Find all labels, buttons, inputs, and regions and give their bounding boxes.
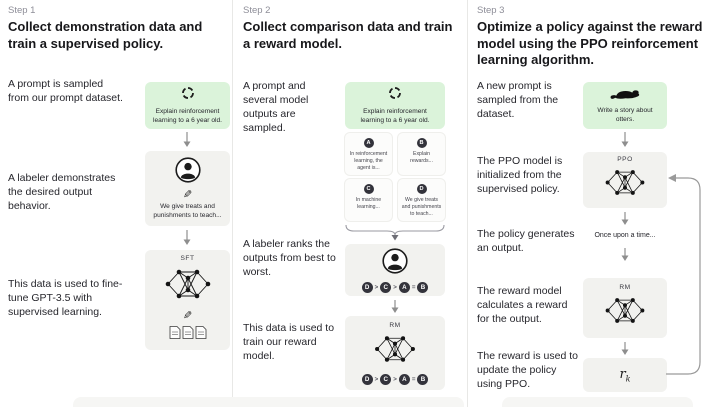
step-3-heading: Optimize a policy against the reward mod…: [477, 19, 703, 68]
loop-arrow-icon: [660, 164, 716, 385]
output-b-letter: B: [416, 138, 427, 148]
output-d-text: We give treats and punishments to teach.…: [401, 197, 442, 218]
rank-item: D: [361, 373, 373, 385]
down-arrow-icon: [620, 132, 630, 153]
step1-prompt-caption: Explain reinforcement learning to a 6 ye…: [153, 107, 222, 124]
step3-row5-text: The reward is used to update the policy …: [477, 350, 578, 390]
cycle-icon: [181, 86, 195, 105]
bottom-panel-edge: [502, 397, 693, 407]
step2-row3-text: This data is used to train our reward mo…: [243, 322, 335, 362]
output-a-text: In reinforcement learning, the agent is.…: [349, 151, 388, 172]
step2-prompt-caption: Explain reinforcement learning to a 6 ye…: [360, 107, 430, 124]
down-arrow-icon: [182, 230, 192, 251]
down-arrow-icon: [620, 212, 630, 231]
output-c-box: C In machine learning...: [345, 179, 392, 221]
brace-icon: [345, 224, 445, 247]
pencil-icon: ✎: [182, 188, 193, 201]
output-a-letter: A: [363, 138, 374, 148]
step1-labeler-caption: We give treats and punishments to teach.…: [153, 202, 222, 219]
step1-prompt-box: Explain reinforcement learning to a 6 ye…: [145, 82, 230, 129]
step-2-label: Step 2: [243, 5, 271, 16]
rank-separator: =: [411, 375, 416, 383]
labeler-icon: [174, 157, 201, 188]
rank-separator: =: [411, 283, 416, 291]
step3-rm-box: RM: [583, 278, 667, 338]
rank-separator: >: [374, 375, 379, 383]
neural-network-icon: [374, 332, 416, 371]
step-1-heading: Collect demonstration data and train a s…: [8, 19, 203, 51]
step3-ppo-box: PPO: [583, 152, 667, 208]
rm-model-label: RM: [619, 284, 631, 291]
ranking-row: D > C > A = B: [361, 281, 429, 293]
step2-row1-text: A prompt and several model outputs are s…: [243, 80, 309, 134]
step3-prompt-box: Write a story about otters.: [583, 82, 667, 129]
neural-network-icon: [165, 265, 211, 308]
pencil-icon: ✎: [182, 310, 193, 322]
output-c-text: In machine learning...: [355, 197, 382, 211]
rank-item: D: [361, 281, 373, 293]
bottom-panel-edge: [73, 397, 464, 407]
step2-row2-text: A labeler ranks the outputs from best to…: [243, 238, 336, 278]
step1-row1-text: A prompt is sampled from our prompt data…: [8, 78, 123, 104]
neural-network-icon: [605, 294, 645, 332]
rank-item: A: [398, 373, 410, 385]
step1-row2-text: A labeler demonstrates the desired outpu…: [8, 172, 116, 212]
output-d-letter: D: [416, 184, 427, 194]
policy-output-text: Once upon a time...: [594, 232, 656, 239]
labeler-icon: [382, 247, 408, 279]
down-arrow-icon: [620, 248, 630, 267]
step1-sft-box: SFT ✎: [145, 250, 230, 350]
output-c-letter: C: [363, 184, 374, 194]
otter-icon: [610, 87, 640, 105]
step3-prompt-caption: Write a story about otters.: [597, 106, 653, 123]
rank-separator: >: [393, 375, 397, 383]
step-2-heading: Collect comparison data and train a rewa…: [243, 19, 453, 51]
output-a-box: A In reinforcement learning, the agent i…: [345, 133, 392, 175]
step2-prompt-box: Explain reinforcement learning to a 6 ye…: [345, 82, 445, 129]
step-3-label: Step 3: [477, 5, 505, 16]
sft-model-label: SFT: [180, 255, 195, 262]
reward-value: rk: [619, 366, 631, 384]
column-divider: [232, 0, 233, 407]
output-b-text: Explain rewards...: [410, 151, 433, 165]
step1-row3-text: This data is used to fine-tune GPT-3.5 w…: [8, 278, 123, 318]
output-b-box: B Explain rewards...: [398, 133, 445, 175]
rank-item: B: [417, 373, 429, 385]
output-d-box: D We give treats and punishments to teac…: [398, 179, 445, 221]
ranking-row: D > C > A = B: [361, 373, 429, 385]
step2-labeler-box: D > C > A = B: [345, 244, 445, 296]
step-1-label: Step 1: [8, 5, 36, 16]
step2-rm-box: RM D > C > A = B: [345, 316, 445, 390]
rank-item: C: [380, 281, 392, 293]
down-arrow-icon: [182, 132, 192, 153]
cycle-icon: [388, 86, 402, 105]
step3-row2-text: The PPO model is initialized from the su…: [477, 155, 563, 195]
neural-network-icon: [605, 166, 645, 204]
down-arrow-icon: [390, 300, 400, 319]
step1-labeler-box: ✎ We give treats and punishments to teac…: [145, 151, 230, 226]
step3-row1-text: A new prompt is sampled from the dataset…: [477, 80, 559, 120]
column-divider: [467, 0, 468, 407]
rank-item: C: [380, 373, 392, 385]
down-arrow-icon: [620, 342, 630, 361]
rank-item: B: [417, 281, 429, 293]
step3-row3-text: The policy generates an output.: [477, 228, 575, 254]
rank-item: A: [398, 281, 410, 293]
step3-reward-box: rk: [583, 358, 667, 392]
rank-separator: >: [374, 283, 379, 291]
ppo-model-label: PPO: [617, 156, 633, 163]
step3-row4-text: The reward model calculates a reward for…: [477, 285, 568, 325]
documents-icon: [169, 325, 207, 345]
rank-separator: >: [393, 283, 397, 291]
rm-model-label: RM: [389, 321, 401, 329]
